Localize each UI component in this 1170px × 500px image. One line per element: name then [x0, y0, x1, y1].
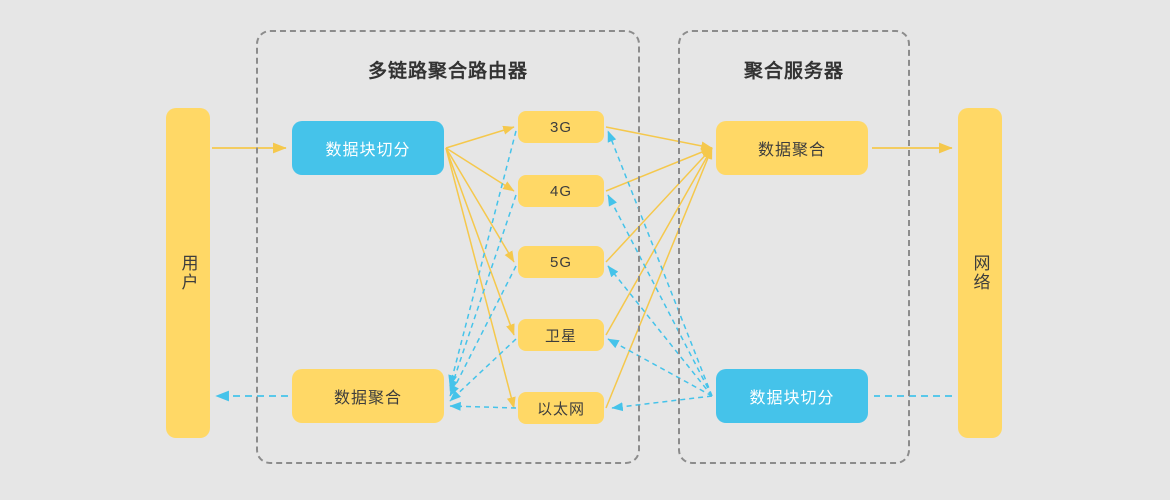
endpoint-network[interactable]: 网络	[958, 108, 1002, 438]
endpoint-network-label: 网络	[970, 254, 990, 292]
link-box-3g[interactable]: 3G	[518, 111, 604, 143]
link-label: 以太网	[536, 400, 585, 418]
router-aggregate-label: 数据聚合	[333, 390, 402, 407]
endpoint-user-label: 用户	[178, 254, 198, 292]
server-aggregate-box[interactable]: 数据聚合	[716, 121, 868, 175]
router-split-box[interactable]: 数据块切分	[292, 121, 444, 175]
server-aggregate-label: 数据聚合	[757, 142, 826, 159]
link-label: 卫星	[544, 327, 577, 345]
zone-router: 多链路聚合路由器	[256, 30, 640, 464]
router-split-label: 数据块切分	[325, 142, 411, 159]
server-split-label: 数据块切分	[749, 390, 835, 407]
zone-server-title: 聚合服务器	[743, 61, 844, 82]
endpoint-user[interactable]: 用户	[166, 108, 210, 438]
zone-router-title: 多链路聚合路由器	[367, 61, 528, 82]
link-box-ethernet[interactable]: 以太网	[518, 392, 604, 424]
link-box-5g[interactable]: 5G	[518, 246, 604, 278]
link-label: 5G	[549, 253, 572, 271]
link-label: 3G	[549, 118, 572, 136]
server-split-box[interactable]: 数据块切分	[716, 369, 868, 423]
router-aggregate-box[interactable]: 数据聚合	[292, 369, 444, 423]
link-box-4g[interactable]: 4G	[518, 175, 604, 207]
link-label: 4G	[549, 182, 572, 200]
link-box-satellite[interactable]: 卫星	[518, 319, 604, 351]
zone-server: 聚合服务器	[678, 30, 910, 464]
